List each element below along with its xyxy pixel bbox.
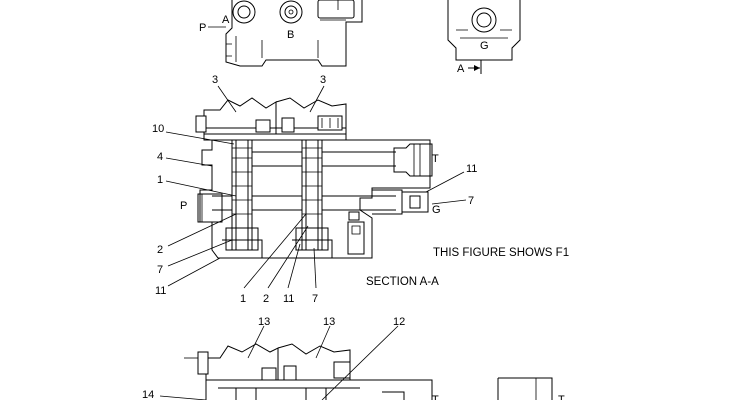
section-arrow-label: A	[457, 63, 465, 75]
bottom-section-drawing: 13 13 12 14 T T	[142, 316, 565, 405]
callout-1-left: 1	[157, 174, 163, 186]
port-label-t-bottom-2: T	[558, 394, 565, 400]
port-label-t-bottom-1: T	[432, 394, 439, 400]
port-label-g-side: G	[480, 40, 489, 52]
port-label-g-main: G	[432, 204, 441, 216]
callout-13-right: 13	[323, 316, 335, 328]
callout-11-bottom: 11	[283, 293, 294, 305]
callout-12: 12	[393, 316, 405, 328]
figure-note: THIS FIGURE SHOWS F1	[433, 247, 569, 259]
callout-3-left: 3	[212, 74, 218, 86]
section-a-a-drawing: T P G 3 3 10 4 1 11 7 2 7 11 1 2 11 7 TH…	[152, 74, 569, 305]
port-label-p-top: P	[199, 22, 206, 34]
port-label-b-top: B	[287, 29, 294, 41]
callout-2-bottom: 2	[263, 293, 269, 305]
callout-4: 4	[157, 151, 163, 163]
callout-13-left: 13	[258, 316, 270, 328]
callout-14: 14	[142, 389, 154, 400]
section-label: SECTION A-A	[366, 276, 439, 288]
callout-2-left: 2	[157, 244, 163, 256]
callout-1-bottom: 1	[240, 293, 246, 305]
top-front-view: P A B	[199, 0, 363, 67]
callout-11-right: 11	[466, 163, 477, 175]
port-label-p-main: P	[180, 200, 187, 212]
callout-7-left: 7	[157, 264, 163, 276]
callout-11-left: 11	[155, 285, 166, 297]
top-side-view: G A	[447, 0, 521, 75]
callout-10: 10	[152, 123, 164, 135]
port-label-t-main: T	[432, 153, 439, 165]
callout-3-right: 3	[320, 74, 326, 86]
callout-7-right: 7	[468, 195, 474, 207]
callout-7-bottom: 7	[312, 293, 318, 305]
port-label-a-top: A	[222, 14, 230, 26]
